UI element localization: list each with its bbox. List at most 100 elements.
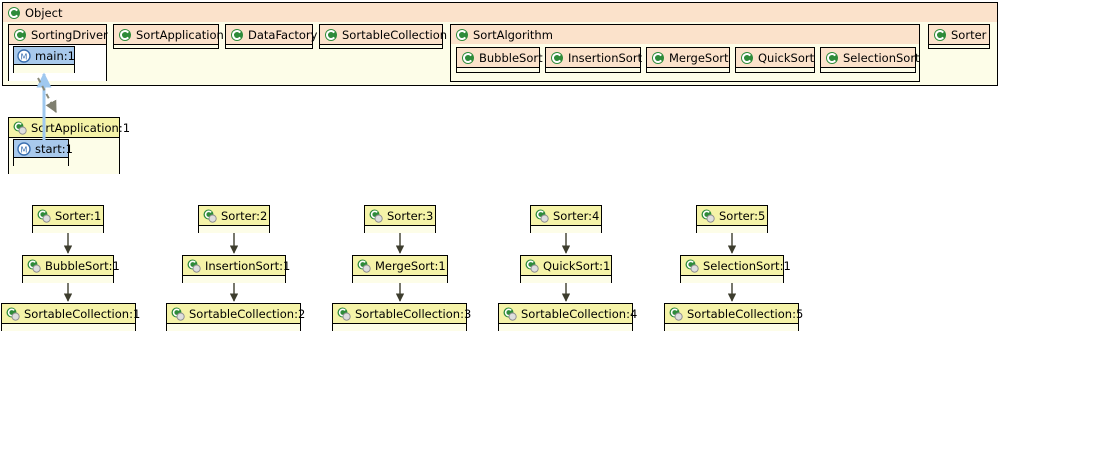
member-box-main-filler — [14, 65, 74, 73]
instance-box-quick-sort-1-header: QuickSort:1 — [521, 256, 611, 275]
class-box-sort-application-header: SortApplication — [114, 25, 224, 44]
instance-icon — [37, 209, 51, 223]
class-box-quick-sort[interactable]: QuickSort — [735, 47, 815, 73]
instance-icon — [357, 259, 371, 273]
member-box-start[interactable]: M start:1 — [13, 139, 73, 166]
class-icon — [825, 51, 839, 65]
instance-box-merge-sort-1-label: MergeSort:1 — [375, 258, 446, 273]
instance-box-sorter-5-header: Sorter:5 — [697, 206, 767, 225]
instance-box-sortable-collection-3-label: SortableCollection:3 — [355, 306, 472, 321]
instance-box-sortable-collection-2[interactable]: SortableCollection:2 — [166, 303, 305, 331]
class-box-sort-algorithm-label: SortAlgorithm — [473, 27, 553, 42]
instance-box-sortable-collection-3-header: SortableCollection:3 — [333, 304, 471, 323]
class-box-sort-application-body — [114, 44, 218, 49]
class-box-insertion-sort-label: InsertionSort — [568, 50, 643, 65]
class-box-sortable-collection-label: SortableCollection — [342, 27, 448, 42]
instance-icon — [369, 209, 383, 223]
member-box-start-filler — [14, 158, 68, 166]
instance-box-insertion-sort-1-body — [183, 275, 285, 283]
class-box-quick-sort-body — [736, 67, 814, 73]
instance-box-sorter-2-body — [199, 225, 269, 233]
class-box-sorting-driver-header: SortingDriver — [9, 25, 108, 44]
class-box-merge-sort-header: MergeSort — [647, 48, 729, 67]
instance-icon — [203, 209, 217, 223]
instance-box-sorter-1[interactable]: Sorter:1 — [32, 205, 104, 233]
class-box-bubble-sort-label: BubbleSort — [479, 50, 543, 65]
instance-box-merge-sort-1[interactable]: MergeSort:1 — [352, 255, 448, 283]
instance-box-insertion-sort-1-label: InsertionSort:1 — [205, 258, 291, 273]
instance-box-selection-sort-1[interactable]: SelectionSort:1 — [680, 255, 791, 283]
class-box-data-factory-header: DataFactory — [226, 25, 317, 44]
class-icon — [455, 28, 469, 42]
instance-box-bubble-sort-1-body — [23, 275, 113, 283]
instance-box-selection-sort-1-body — [681, 275, 783, 283]
class-box-data-factory-body — [226, 44, 312, 49]
class-icon — [651, 51, 665, 65]
instance-icon — [503, 307, 517, 321]
instance-box-sorter-2[interactable]: Sorter:2 — [198, 205, 270, 233]
object-container-label: Object — [25, 5, 63, 20]
instance-box-sorter-4[interactable]: Sorter:4 — [530, 205, 602, 233]
instance-box-selection-sort-1-label: SelectionSort:1 — [703, 258, 791, 273]
class-box-bubble-sort-body — [457, 67, 539, 73]
object-container-header: Object — [3, 3, 997, 22]
class-icon — [550, 51, 564, 65]
instance-box-quick-sort-1[interactable]: QuickSort:1 — [520, 255, 612, 283]
instance-box-selection-sort-1-header: SelectionSort:1 — [681, 256, 791, 275]
instance-icon — [171, 307, 185, 321]
instance-box-sortable-collection-1-header: SortableCollection:1 — [2, 304, 140, 323]
class-box-merge-sort-label: MergeSort — [669, 50, 729, 65]
instance-box-sort-application-1-header: SortApplication:1 — [9, 118, 130, 137]
instance-box-sorter-2-label: Sorter:2 — [221, 208, 268, 223]
class-box-quick-sort-label: QuickSort — [758, 50, 815, 65]
instance-box-sortable-collection-4[interactable]: SortableCollection:4 — [498, 303, 637, 331]
class-box-data-factory[interactable]: DataFactory — [225, 24, 317, 49]
instance-icon — [337, 307, 351, 321]
class-icon — [461, 51, 475, 65]
instance-icon — [669, 307, 683, 321]
instance-box-sortable-collection-1-body — [2, 323, 135, 331]
class-box-sort-application-label: SortApplication — [136, 27, 224, 42]
class-box-merge-sort-body — [647, 67, 729, 73]
class-box-sortable-collection[interactable]: SortableCollection — [319, 24, 447, 49]
instance-box-sortable-collection-2-header: SortableCollection:2 — [167, 304, 305, 323]
class-box-sortable-collection-header: SortableCollection — [320, 25, 447, 44]
class-box-bubble-sort[interactable]: BubbleSort — [456, 47, 543, 73]
class-box-sorter-body — [929, 44, 989, 49]
instance-box-merge-sort-1-body — [353, 275, 447, 283]
instance-box-insertion-sort-1[interactable]: InsertionSort:1 — [182, 255, 290, 283]
instance-icon — [685, 259, 699, 273]
instance-box-sorter-3[interactable]: Sorter:3 — [364, 205, 436, 233]
instance-box-sortable-collection-5[interactable]: SortableCollection:5 — [664, 303, 803, 331]
instance-box-sorter-1-label: Sorter:1 — [55, 208, 102, 223]
class-box-sorting-driver-label: SortingDriver — [31, 27, 108, 42]
member-row-main[interactable]: M main:1 — [14, 47, 75, 65]
instance-box-sorter-4-header: Sorter:4 — [531, 206, 601, 225]
instance-box-sort-application-1-label: SortApplication:1 — [31, 120, 131, 135]
instance-box-sortable-collection-3-body — [333, 323, 466, 331]
instance-box-bubble-sort-1[interactable]: BubbleSort:1 — [22, 255, 120, 283]
class-box-sort-application[interactable]: SortApplication — [113, 24, 224, 49]
class-box-insertion-sort[interactable]: InsertionSort — [545, 47, 643, 73]
class-box-sorter[interactable]: Sorter — [928, 24, 990, 49]
instance-box-sorter-5[interactable]: Sorter:5 — [696, 205, 768, 233]
member-box-main[interactable]: M main:1 — [13, 46, 75, 73]
class-box-selection-sort-header: SelectionSort — [821, 48, 920, 67]
class-box-selection-sort[interactable]: SelectionSort — [820, 47, 920, 73]
instance-box-sorter-1-body — [33, 225, 103, 233]
instance-box-sorter-4-label: Sorter:4 — [553, 208, 600, 223]
instance-box-sortable-collection-1[interactable]: SortableCollection:1 — [1, 303, 140, 331]
class-icon — [118, 28, 132, 42]
class-box-quick-sort-header: QuickSort — [736, 48, 814, 67]
instance-icon — [27, 259, 41, 273]
class-box-sorter-label: Sorter — [951, 27, 987, 42]
class-box-merge-sort[interactable]: MergeSort — [646, 47, 730, 73]
member-row-start[interactable]: M start:1 — [14, 140, 73, 158]
class-icon — [740, 51, 754, 65]
instance-box-sorter-3-body — [365, 225, 435, 233]
class-box-bubble-sort-header: BubbleSort — [457, 48, 543, 67]
class-box-sortable-collection-body — [320, 44, 442, 49]
instance-box-sortable-collection-2-body — [167, 323, 300, 331]
instance-box-sorter-1-header: Sorter:1 — [33, 206, 103, 225]
instance-box-sortable-collection-3[interactable]: SortableCollection:3 — [332, 303, 471, 331]
